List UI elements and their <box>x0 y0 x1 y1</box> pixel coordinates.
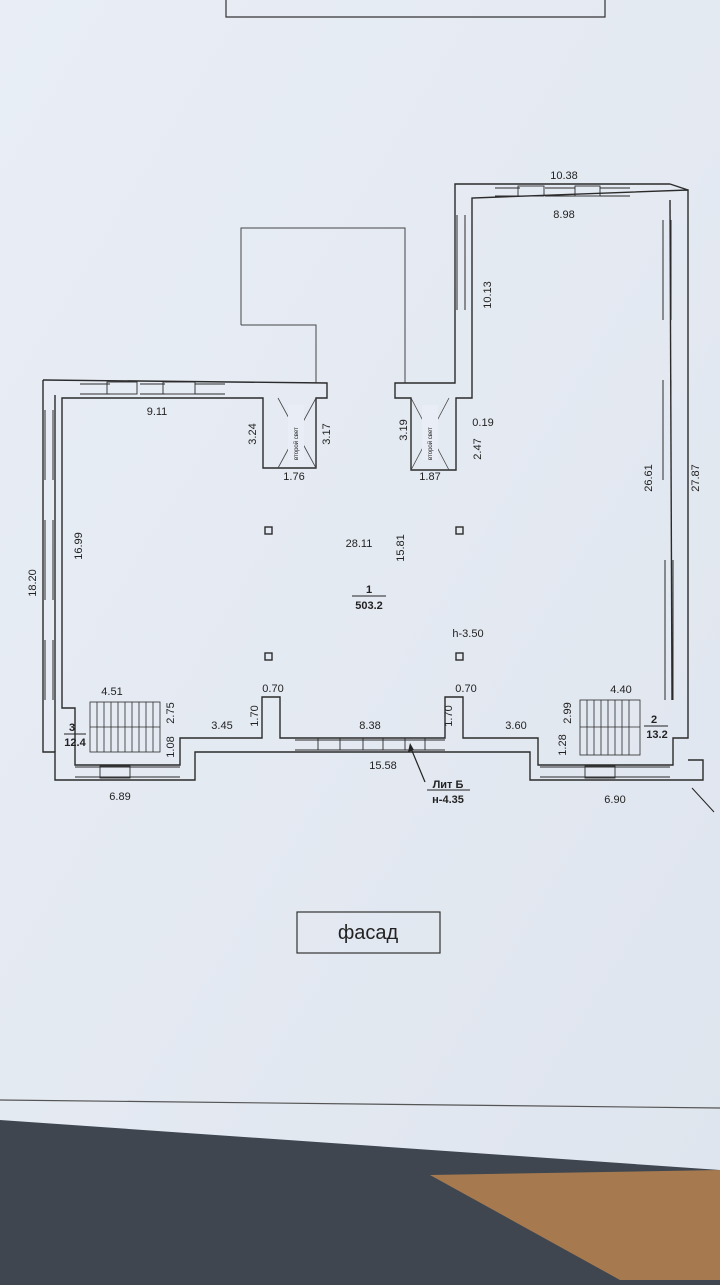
dim-top-right-inner: 8.98 <box>553 209 574 221</box>
dim-pilaster-left-depth: 1.70 <box>249 705 261 726</box>
dim-stair-right-width: 4.40 <box>610 684 631 696</box>
dim-center-window: 8.38 <box>359 720 380 732</box>
page-border-line <box>0 1099 720 1109</box>
facade-label: фасад <box>338 922 399 944</box>
letter-line1: Лит Б <box>433 779 464 791</box>
letter-leader-line <box>409 745 426 783</box>
dim-left-offset: 3.45 <box>211 720 232 732</box>
dim-right-outer-height: 27.87 <box>690 464 702 492</box>
paper-sheet <box>0 0 720 1170</box>
letter-arrow <box>408 743 414 752</box>
room-left-area: 12.4 <box>64 737 86 749</box>
windows <box>44 187 674 778</box>
room-right-area: 13.2 <box>646 729 667 741</box>
stairs <box>89 699 641 756</box>
dim-recess-left-width: 1.76 <box>283 471 304 483</box>
dim-stair-left-small: 1.08 <box>165 736 177 757</box>
second-light-left-box: второй свет <box>288 405 304 460</box>
light-well-outline <box>240 227 406 383</box>
dim-center-outer: 15.58 <box>369 760 397 772</box>
letter-line2: н-4.35 <box>432 794 464 806</box>
dim-recess-right-top: 0.19 <box>472 417 493 429</box>
dim-hall-depth: 15.81 <box>395 534 407 562</box>
height-mark: h-3.50 <box>452 628 483 640</box>
dim-recess-right-right: 2.47 <box>472 438 484 459</box>
dim-left-top-width: 9.11 <box>147 406 168 418</box>
dim-top-right-outer: 10.38 <box>550 170 578 182</box>
dim-bottom-right: 6.90 <box>604 794 625 806</box>
dimension-labels: 10.38 8.98 10.13 9.11 3.24 3.17 1.76 3.1… <box>27 170 702 806</box>
dim-right-inner-height: 26.61 <box>643 464 655 492</box>
dim-recess-right-left: 3.19 <box>398 419 410 440</box>
dim-left-inner-height: 16.99 <box>73 532 85 560</box>
dim-stair-right-small: 1.28 <box>557 734 569 755</box>
window-ticks <box>99 185 616 779</box>
light-well-outline-inner <box>241 324 317 383</box>
columns <box>264 526 464 661</box>
dim-stair-left-depth: 2.75 <box>165 702 177 723</box>
title-box <box>225 0 606 18</box>
room-main-number: 1 <box>366 584 372 596</box>
dim-stair-right-depth: 2.99 <box>562 702 574 723</box>
room-left-number: 3 <box>69 722 75 734</box>
room-labels: 1 503.2 3 12.4 2 13.2 <box>64 584 667 749</box>
dim-right-offset: 3.60 <box>505 720 526 732</box>
corner-mark <box>691 787 715 813</box>
dim-pilaster-right-width: 0.70 <box>455 683 476 695</box>
dim-left-outer-height: 18.20 <box>27 569 39 597</box>
facade-label-box: фасад <box>296 911 441 954</box>
wooden-table <box>430 1170 720 1280</box>
second-light-left-label: второй свет <box>293 427 300 460</box>
dim-stair-left-width: 4.51 <box>101 686 122 698</box>
dim-hall-width: 28.11 <box>346 538 373 550</box>
second-light-right-box: второй свет <box>422 405 438 460</box>
dim-bottom-left: 6.89 <box>109 791 130 803</box>
second-light-right-label: второй свет <box>427 427 434 460</box>
dim-right-wing-height: 10.13 <box>482 281 494 309</box>
dim-pilaster-left-width: 0.70 <box>262 683 283 695</box>
dim-recess-left-depth: 3.24 <box>247 423 259 444</box>
dim-recess-left-right: 3.17 <box>321 423 333 444</box>
dim-recess-right-width: 1.87 <box>419 471 440 483</box>
room-right-number: 2 <box>651 714 657 726</box>
room-main-area: 503.2 <box>355 600 383 612</box>
dim-pilaster-right-depth: 1.70 <box>443 705 455 726</box>
